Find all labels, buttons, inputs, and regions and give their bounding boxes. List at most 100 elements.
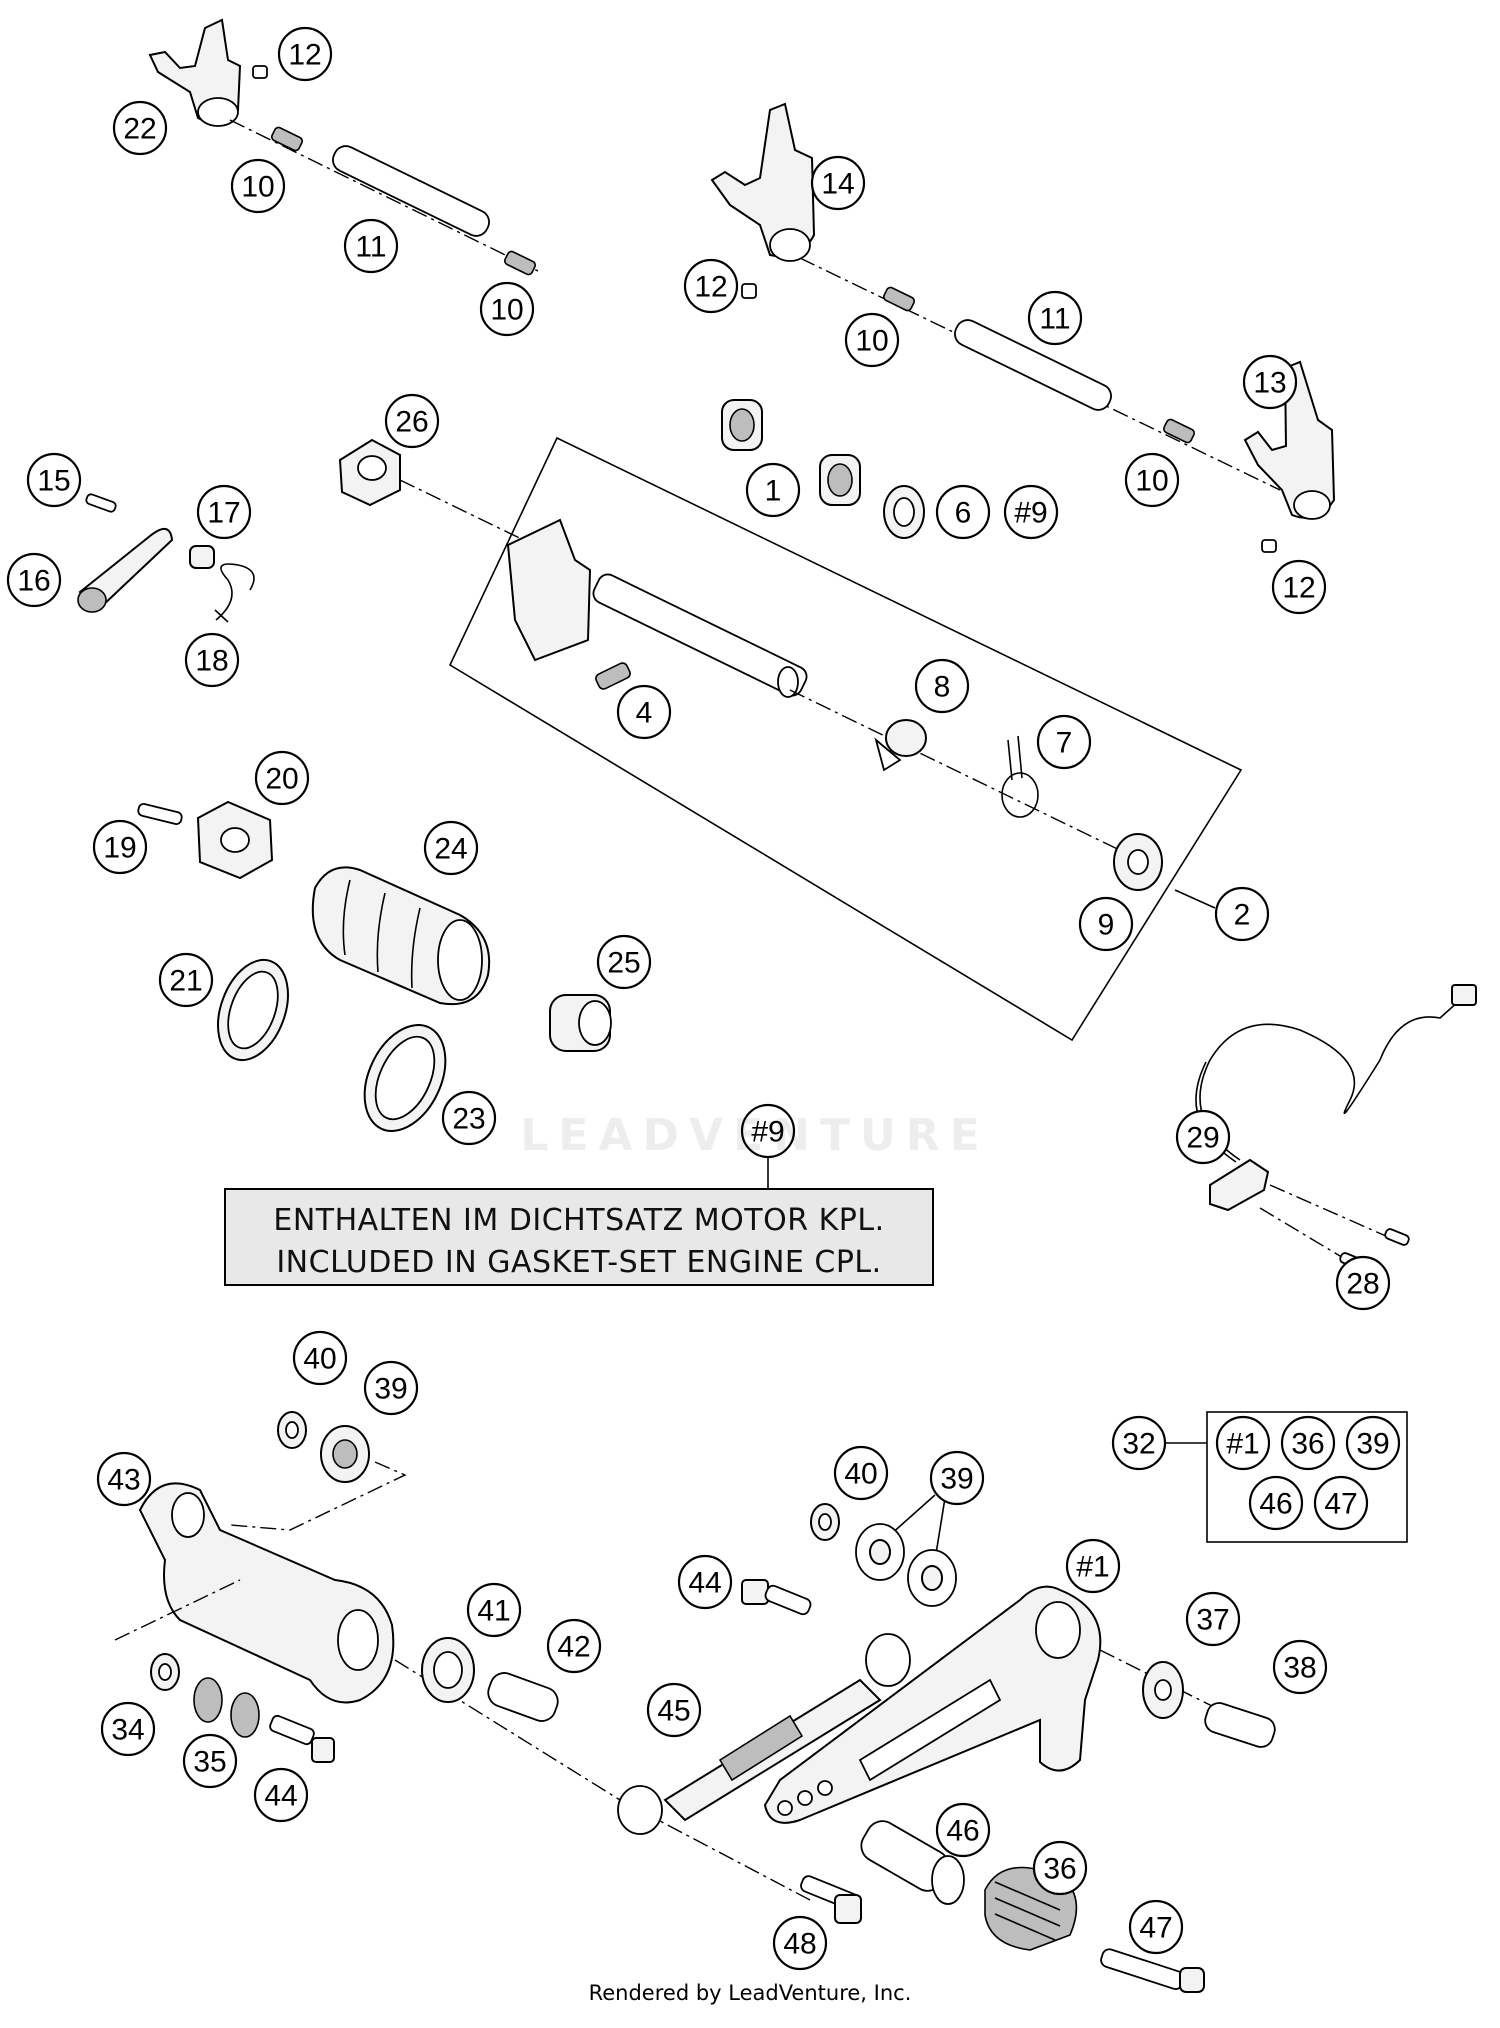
watermark: LEADVENTURE — [520, 1110, 990, 1161]
callout-38: 38 — [1272, 1639, 1328, 1695]
callout-label: 25 — [607, 947, 640, 980]
callout-circle — [1003, 484, 1059, 540]
axis-shift-shaft — [789, 689, 1141, 861]
callout-4: 4 — [616, 684, 672, 740]
gasket-note-box: ENTHALTEN IM DICHTSATZ MOTOR KPL. INCLUD… — [224, 1188, 934, 1286]
callout-circle — [683, 258, 739, 314]
axis-43-upper — [229, 1461, 407, 1531]
callout-11: 11 — [343, 218, 399, 274]
pin-12-top-left — [252, 65, 268, 79]
callout-2: 2 — [1214, 886, 1270, 942]
callout-label: 40 — [303, 1343, 336, 1376]
callout-label: 4 — [636, 697, 653, 730]
callout-label: 10 — [241, 171, 274, 204]
callout-circle — [546, 1618, 602, 1674]
callout-label: 2 — [1234, 899, 1251, 932]
callout-label: 45 — [657, 1695, 690, 1728]
callout-label: 10 — [490, 294, 523, 327]
callout-label: 26 — [395, 406, 428, 439]
callout-circle — [914, 658, 970, 714]
callout-label: #9 — [1014, 497, 1047, 530]
callouts-layer: 1222101110141210111310122616#91517161848… — [6, 26, 1401, 1971]
return-spring-7 — [1001, 735, 1039, 818]
callout-label: 28 — [1346, 1268, 1379, 1301]
callout-circle — [384, 393, 440, 449]
kit-32-box — [1206, 1411, 1408, 1543]
callout-15: 15 — [26, 452, 82, 508]
callout-label: 21 — [169, 965, 202, 998]
callout-circle — [1335, 1255, 1391, 1311]
callout-label: 9 — [1098, 909, 1115, 942]
callout-39: 39 — [1345, 1415, 1401, 1471]
note-line-german: ENTHALTEN IM DICHTSATZ MOTOR KPL. — [273, 1203, 885, 1238]
callout-26: 26 — [384, 393, 440, 449]
callout-circle — [844, 312, 900, 368]
callout-43: 43 — [96, 1451, 152, 1507]
callout-circle — [292, 1330, 348, 1386]
bushing-41 — [421, 1637, 475, 1703]
pin-12-right — [1261, 539, 1277, 553]
callout-circle — [596, 934, 652, 990]
needle-bearing-1a — [721, 399, 763, 451]
callout-label: 43 — [107, 1464, 140, 1497]
callout-21: 21 — [158, 952, 214, 1008]
callout-label: 8 — [934, 671, 951, 704]
callout-circle — [26, 452, 82, 508]
shift-lever-43 — [138, 1482, 395, 1704]
spring-10-d — [1162, 418, 1196, 444]
callout-circle — [935, 1802, 991, 1858]
callout-circle — [616, 684, 672, 740]
callout-circle — [1271, 559, 1327, 615]
callout-label: 11 — [355, 231, 386, 264]
callout-47: 47 — [1128, 1899, 1184, 1955]
spring-18 — [214, 563, 255, 623]
callout-40: 40 — [292, 1330, 348, 1386]
callout-circle — [1345, 1415, 1401, 1471]
callout-label: 17 — [207, 497, 240, 530]
callout-25: 25 — [596, 934, 652, 990]
callout-circle — [1124, 452, 1180, 508]
bearings-39-right — [855, 1523, 957, 1607]
callout-label: 10 — [855, 325, 888, 358]
washer-37 — [1142, 1661, 1184, 1719]
lock-washers-35 — [193, 1677, 260, 1738]
callout-13: 13 — [1242, 354, 1298, 410]
callout-40: 40 — [833, 1445, 889, 1501]
callout-hash1: #1 — [1215, 1415, 1271, 1471]
screw-48 — [800, 1875, 862, 1924]
callout-circle — [423, 820, 479, 876]
callout-12: 12 — [277, 26, 333, 82]
callout-label: 41 — [477, 1595, 510, 1628]
callout-label: 32 — [1122, 1428, 1155, 1461]
callout-label: 38 — [1283, 1652, 1316, 1685]
callout-circle — [677, 1554, 733, 1610]
callout-44: 44 — [677, 1554, 733, 1610]
bushing-46 — [860, 1820, 965, 1905]
note-line-english: INCLUDED IN GASKET-SET ENGINE CPL. — [276, 1245, 882, 1280]
callout-circle — [833, 1445, 889, 1501]
callout-label: 44 — [264, 1780, 297, 1813]
callout-label: 10 — [1135, 465, 1168, 498]
screw-19 — [137, 803, 183, 825]
callout-circle — [745, 462, 801, 518]
callout-label: 34 — [111, 1714, 144, 1747]
callout-10: 10 — [230, 158, 286, 214]
washer-40-right — [810, 1503, 840, 1541]
callout-label: 42 — [557, 1631, 590, 1664]
callout-circle — [935, 484, 991, 540]
callout-17: 17 — [196, 484, 252, 540]
callout-20: 20 — [254, 750, 310, 806]
spring-guide-8 — [874, 719, 927, 772]
callout-47: 47 — [1313, 1475, 1369, 1531]
callout-label: 29 — [1186, 1122, 1219, 1155]
callout-37: 37 — [1185, 1591, 1241, 1647]
callout-label: #9 — [751, 1116, 784, 1149]
callout-circle — [740, 1103, 796, 1159]
spring-10-b — [503, 250, 537, 276]
callout-circle — [1248, 1475, 1304, 1531]
callout-label: 20 — [265, 763, 298, 796]
washer-9 — [1113, 833, 1163, 891]
callout-label: 23 — [452, 1103, 485, 1136]
callout-label: 47 — [1324, 1488, 1357, 1521]
callout-circle — [158, 952, 214, 1008]
